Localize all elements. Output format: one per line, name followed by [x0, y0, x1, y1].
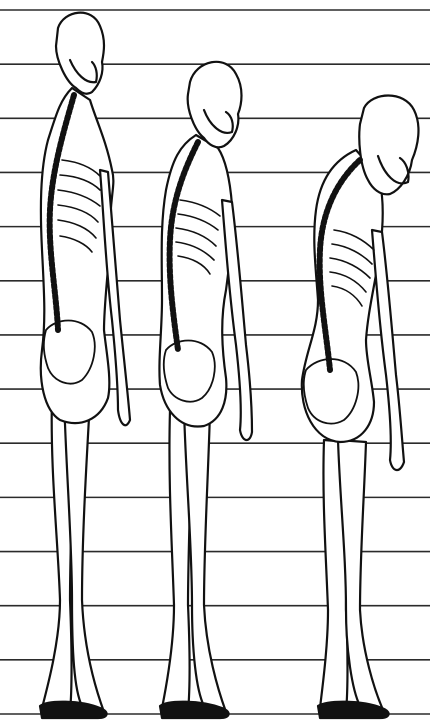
torso [302, 150, 383, 442]
arm [222, 200, 252, 440]
figure-severe-kyphosis [302, 96, 419, 719]
figure-moderate-kyphosis [159, 62, 252, 718]
head [359, 96, 418, 195]
arm [372, 230, 404, 470]
